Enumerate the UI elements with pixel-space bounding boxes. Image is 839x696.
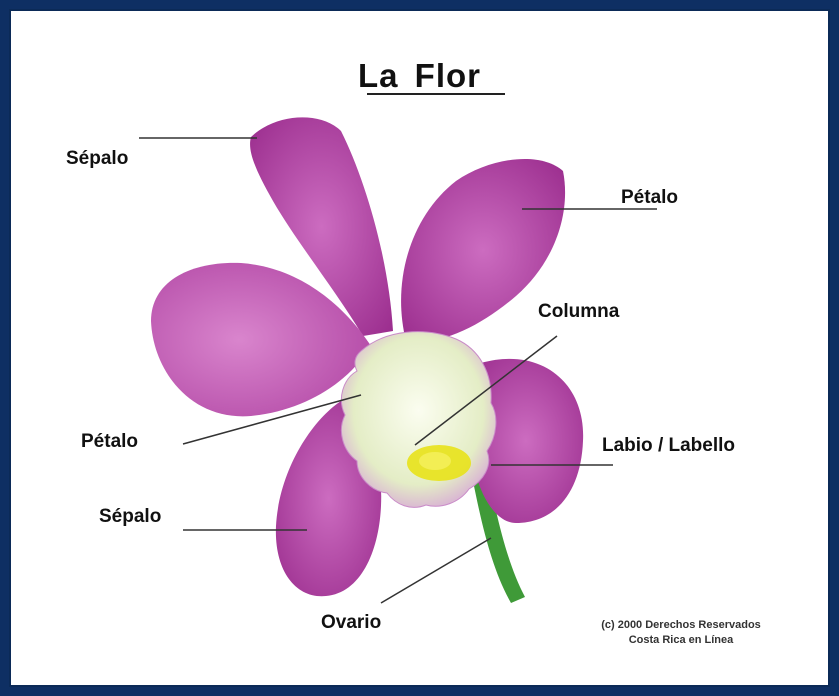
diagram-frame: La Flor [9, 9, 830, 687]
label-ovario: Ovario [321, 612, 381, 634]
copyright-line1: (c) 2000 Derechos Reservados [546, 618, 816, 633]
label-sepalo-top: Sépalo [66, 148, 128, 170]
label-columna: Columna [538, 301, 619, 323]
label-sepalo-bottom: Sépalo [99, 506, 161, 528]
label-labio: Labio / Labello [602, 435, 735, 457]
leader-ovario [381, 538, 491, 603]
copyright-line2: Costa Rica en Línea [546, 633, 816, 648]
labellum [341, 332, 496, 508]
copyright-notice: (c) 2000 Derechos Reservados Costa Rica … [546, 618, 816, 648]
label-petalo-left: Pétalo [81, 431, 138, 453]
label-petalo-top: Pétalo [621, 187, 678, 209]
flower-illustration [11, 11, 830, 687]
